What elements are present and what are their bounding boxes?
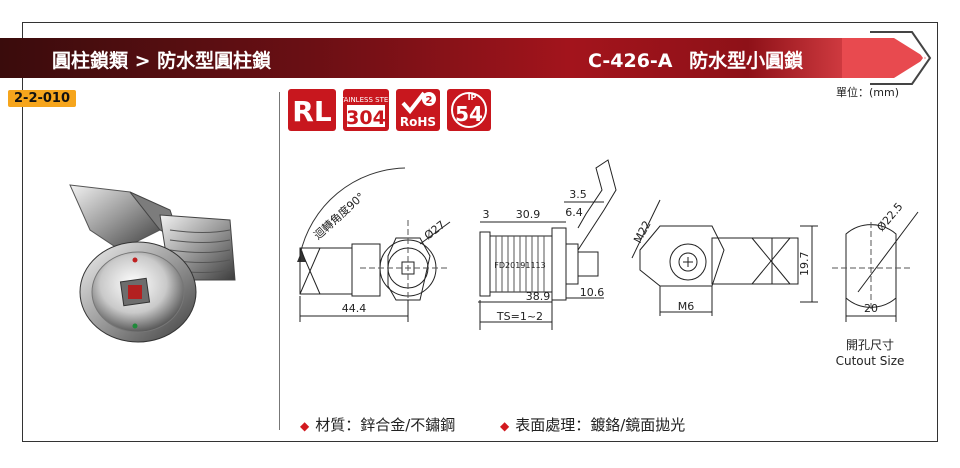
dim-20: 20 <box>864 302 878 315</box>
cutout-label-cn: 開孔尺寸 <box>845 338 894 352</box>
material-text: 材質：鋅合金/不鏽鋼 <box>315 416 456 434</box>
steel-logo-top-text: STAINLESS STEEL <box>342 96 390 104</box>
dim-m22: M22 <box>631 219 654 246</box>
product-title: C-426-A 防水型小圓鎖 <box>588 46 803 73</box>
rohs-2-logo: 2 RoHS <box>396 89 440 131</box>
ip-rating: 54 <box>455 102 483 126</box>
rl-logo-text: RL <box>292 95 332 128</box>
catalog-number-badge: 2-2-010 <box>8 90 77 107</box>
dim-3: 3 <box>483 208 490 221</box>
finish-text: 表面處理：鍍鉻/鏡面拋光 <box>515 416 686 434</box>
dim-6-4: 6.4 <box>565 206 583 219</box>
diamond-bullet-icon: ◆ <box>300 419 310 433</box>
dim-phi22-5: Ø22.5 <box>874 200 905 234</box>
technical-drawing: 迴轉角度90° 44.4 Ø27 3 30.9 3.5 6.4 FD201911… <box>297 159 919 330</box>
product-name: 防水型小圓鎖 <box>689 50 804 72</box>
finish-spec: ◆ 表面處理：鍍鉻/鏡面拋光 <box>500 414 685 435</box>
rotation-angle-label: 迴轉角度90° <box>311 189 368 242</box>
diamond-bullet-icon: ◆ <box>500 419 510 433</box>
header-banner <box>0 38 880 78</box>
dim-10-6: 10.6 <box>580 286 605 299</box>
dim-phi27: Ø27 <box>422 218 448 242</box>
unit-label: 單位：(mm) <box>836 86 900 99</box>
divider-line <box>279 92 280 430</box>
ip-label: IP <box>468 93 477 102</box>
dim-3-5: 3.5 <box>569 188 587 201</box>
rohs-version: 2 <box>426 95 433 106</box>
dim-m6: M6 <box>678 300 695 313</box>
stainless-steel-304-logo: STAINLESS STEEL 304 <box>342 89 390 131</box>
rohs-text: RoHS <box>400 115 436 129</box>
category-breadcrumb: 圓柱鎖類 > 防水型圓柱鎖 <box>52 50 272 72</box>
product-code: C-426-A <box>588 50 673 72</box>
banner-arrow-icon <box>842 31 932 85</box>
steel-logo-number: 304 <box>346 107 386 129</box>
dim-19-7: 19.7 <box>798 252 811 277</box>
dim-30-9: 30.9 <box>516 208 541 221</box>
dim-44-4: 44.4 <box>342 302 367 315</box>
product-marking: FD20191113 <box>494 261 545 270</box>
dim-ts: TS=1~2 <box>496 310 543 323</box>
cutout-caption: 開孔尺寸 Cutout Size <box>830 337 910 369</box>
page-frame <box>22 22 938 442</box>
product-photo <box>69 184 236 343</box>
rl-logo: RL <box>288 89 336 131</box>
material-spec: ◆ 材質：鋅合金/不鏽鋼 <box>300 414 455 435</box>
dim-38-9: 38.9 <box>526 290 551 303</box>
ip54-logo: IP 54 <box>447 89 491 131</box>
cutout-label-en: Cutout Size <box>835 354 905 368</box>
